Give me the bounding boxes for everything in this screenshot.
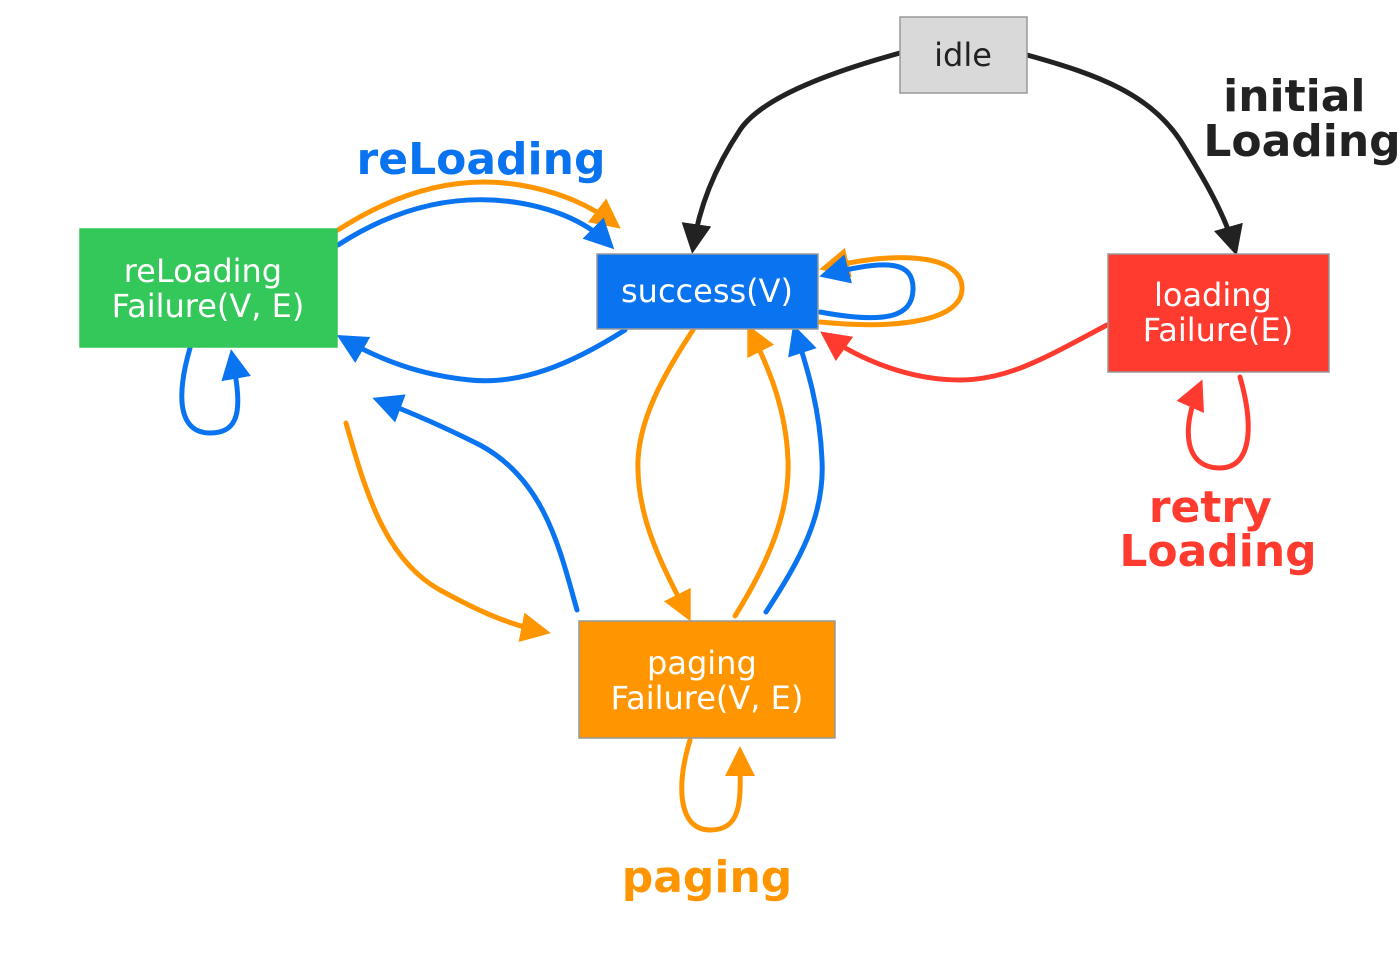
edge-loading-failure-to-success [820,322,1110,383]
edge-success-to-paging-failure [635,327,696,622]
label-retry-loading: retry Loading [1119,482,1316,577]
label-paging: paging [622,852,793,903]
node-loading-failure: loading Failure(E) [1107,253,1330,373]
node-idle: idle [899,16,1028,94]
edge-paging-failure-to-reloading-failure [372,394,580,613]
node-reloading-failure-box [79,228,338,348]
label-retry-loading-line2: Loading [1119,526,1316,577]
edge-loading-failure-self-loop [1176,374,1251,471]
node-idle-label: idle [934,36,992,74]
edge-success-to-reloading-failure [336,327,628,384]
node-paging-failure-box [578,620,836,739]
node-success-label: success(V) [621,272,793,310]
edges [179,50,1251,833]
node-paging-failure-label: paging Failure(V, E) [611,644,804,717]
edge-idle-to-success [681,50,903,254]
node-idle-label-line: idle [934,36,992,74]
node-reloading-failure: reLoading Failure(V, E) [79,228,338,348]
edge-paging-failure-self-loop [679,737,756,833]
label-initial-loading: initial Loading [1203,71,1400,167]
node-reloading-failure-label-line2: Failure(V, E) [112,287,305,325]
edge-reloading-failure-self-loop [179,345,251,436]
node-reloading-failure-label-line1: reLoading [124,252,282,290]
node-loading-failure-label: loading Failure(E) [1143,276,1293,349]
label-retry-loading-line1: retry [1149,482,1272,533]
node-success-box [596,253,819,330]
edge-reloading-failure-to-paging-failure [343,420,551,642]
node-success: success(V) [596,253,819,330]
label-reloading-line1: reLoading [357,134,606,185]
label-paging-line1: paging [622,852,793,903]
edge-paging-failure-to-success-orange [732,324,791,619]
edge-reloading-failure-to-success-orange [335,179,621,233]
edge-paging-failure-to-success-blue [763,324,825,615]
node-idle-box [899,16,1028,94]
edge-reloading-failure-to-success-blue [335,197,615,250]
label-initial-loading-line2: Loading [1203,116,1400,167]
edge-success-self-loop-blue [817,254,916,321]
node-paging-failure-label-line1: paging [647,644,757,682]
node-paging-failure-label-line2: Failure(V, E) [611,679,804,717]
label-initial-loading-line1: initial [1223,71,1365,122]
label-reloading: reLoading [357,134,606,185]
node-loading-failure-box [1107,253,1330,373]
node-loading-failure-label-line2: Failure(E) [1143,311,1293,349]
node-paging-failure: paging Failure(V, E) [578,620,836,739]
node-loading-failure-label-line1: loading [1154,276,1272,314]
edge-idle-to-loading-failure [1024,52,1243,256]
edge-success-self-loop-orange [817,247,965,328]
node-success-label-line: success(V) [621,272,793,310]
node-reloading-failure-label: reLoading Failure(V, E) [112,252,305,325]
